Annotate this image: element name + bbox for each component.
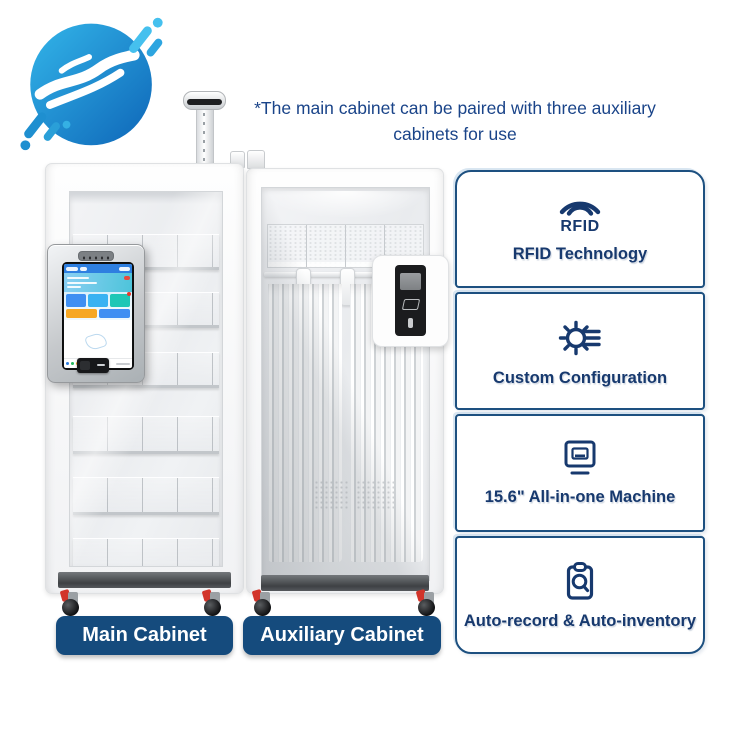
- feature-label: Custom Configuration: [492, 369, 668, 387]
- screen-ui-header: [64, 264, 132, 273]
- rfid-icon-text: RFID: [560, 217, 600, 235]
- main-cabinet-label: Main Cabinet: [56, 616, 233, 655]
- feature-label: RFID Technology: [512, 244, 648, 263]
- all-in-one-monitor-icon: [564, 440, 596, 475]
- brand-logo: [20, 17, 163, 151]
- feature-label: 15.6" All-in-one Machine: [484, 488, 676, 506]
- speaker-grille: [78, 251, 114, 261]
- caster-wheel: [58, 588, 84, 616]
- access-control-panel: [372, 255, 449, 347]
- fingerprint-reader: [77, 358, 109, 373]
- feature-label: Auto-record & Auto-inventory: [463, 612, 697, 630]
- auxiliary-cabinet-glass-door: [261, 187, 430, 581]
- perforation-panel: [356, 480, 394, 510]
- camera-dome: [183, 91, 226, 110]
- clipboard-search-icon: [566, 562, 594, 600]
- shelf-row: [73, 477, 219, 515]
- screen-ui-buttons-row-2: [64, 309, 132, 320]
- feature-box-auto-record-inventory: Auto-record & Auto-inventory: [455, 536, 705, 654]
- auxiliary-cabinet: [246, 168, 444, 594]
- auxiliary-cabinet-label-text: Auxiliary Cabinet: [260, 624, 424, 646]
- touchscreen-unit: [47, 244, 145, 383]
- perforation-panel: [314, 480, 348, 510]
- pairing-note: *The main cabinet can be paired with thr…: [235, 95, 675, 147]
- caster-wheel: [200, 588, 226, 616]
- camera-pole: [196, 104, 214, 170]
- auxiliary-cabinet-kick-plate: [261, 575, 429, 591]
- logo-wave-stroke: [34, 49, 140, 100]
- caster-wheel: [414, 588, 440, 616]
- feature-box-rfid: RFID RFID Technology: [455, 170, 705, 288]
- door-hinge-cap: [247, 150, 265, 169]
- screen-ui-banner: [64, 273, 132, 292]
- feature-box-custom-configuration: Custom Configuration: [455, 292, 705, 410]
- shelf-row: [73, 416, 219, 454]
- screen-ui-buttons-row: [64, 292, 132, 309]
- caster-wheel: [250, 588, 276, 616]
- main-cabinet-kick-plate: [58, 572, 231, 588]
- screen-display: [62, 262, 134, 370]
- screen-watermark: [84, 331, 108, 352]
- key-slot: [408, 318, 413, 328]
- access-reader-screen: [400, 273, 421, 290]
- auxiliary-cabinet-label: Auxiliary Cabinet: [243, 616, 441, 655]
- gear-settings-icon: [558, 320, 601, 356]
- main-cabinet-label-text: Main Cabinet: [82, 624, 207, 646]
- feature-box-all-in-one-machine: 15.6" All-in-one Machine: [455, 414, 705, 532]
- screen-ui: [64, 264, 132, 368]
- rfid-wifi-icon: [559, 201, 601, 216]
- hanging-rods-group: [268, 284, 342, 562]
- card-swipe-icon: [401, 299, 421, 310]
- access-reader-device: [395, 265, 426, 336]
- shelf-row: [73, 538, 219, 566]
- screen-ui-content: [64, 320, 132, 358]
- note-line-2: cabinets for use: [393, 124, 517, 144]
- note-line-1: *The main cabinet can be paired with thr…: [254, 98, 656, 118]
